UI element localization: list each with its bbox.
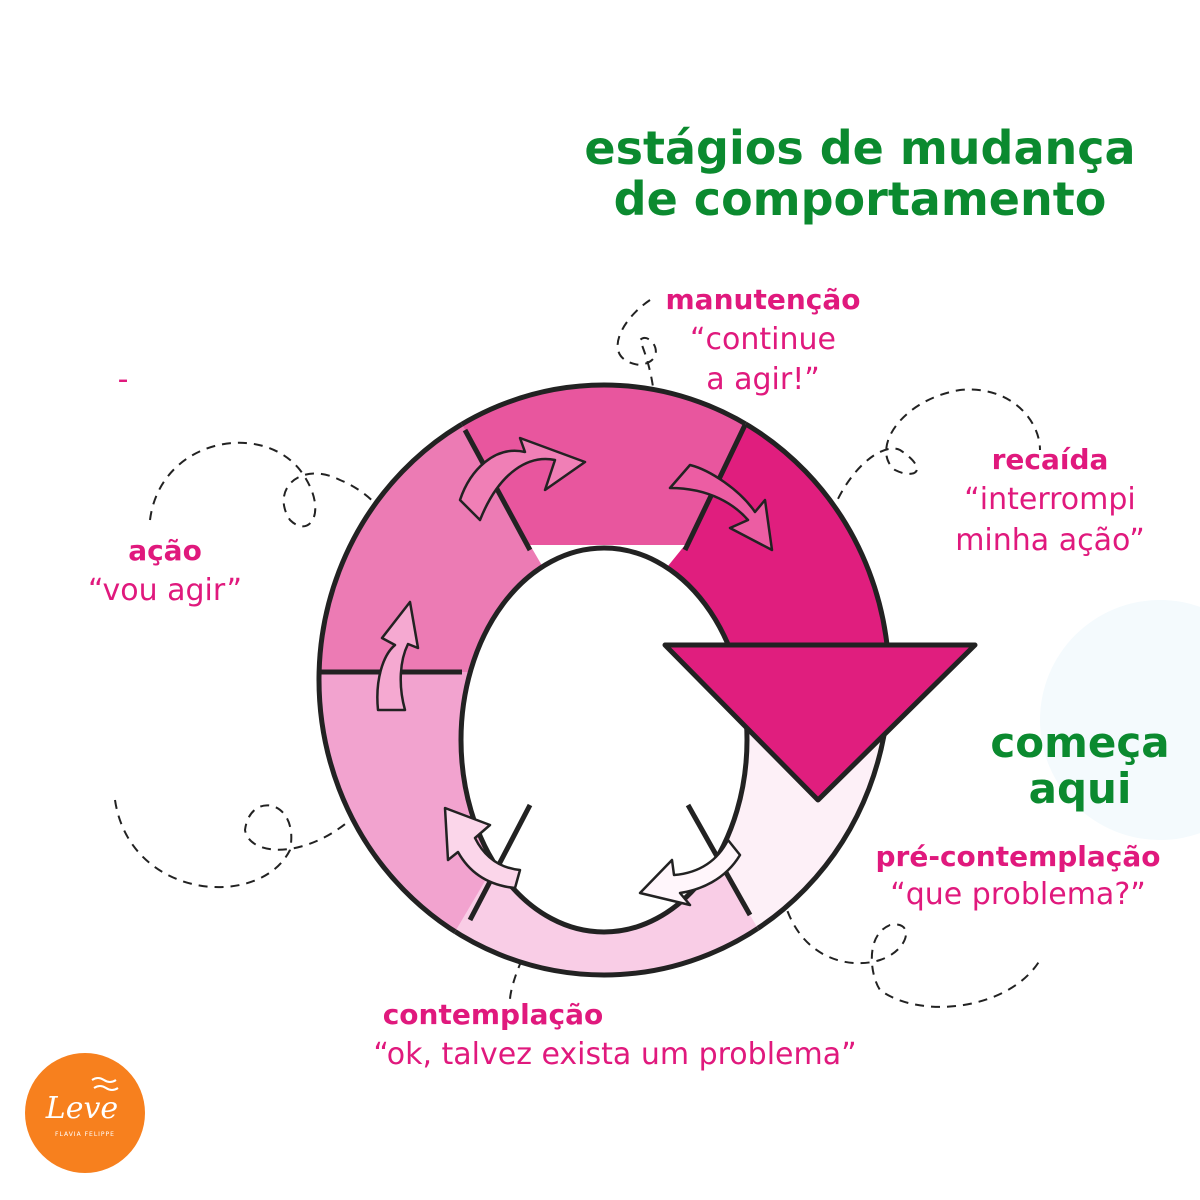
stage-manutencao-quote-2: a agir!” (706, 362, 820, 397)
logo-brand: Leve (45, 1091, 119, 1126)
arrow-pre-to-contemplacao-icon (638, 838, 742, 907)
stage-acao-name: ação (128, 534, 202, 567)
stray-mark: - (117, 362, 129, 397)
dashed-loop-pre (779, 879, 1041, 1008)
segment-acao (316, 382, 604, 672)
stage-recaida-quote-1: “interrompi (964, 482, 1136, 517)
stage-manutencao-name: manutenção (665, 283, 861, 316)
arrow-acao-to-manutencao-icon (458, 436, 587, 522)
stage-pre-contemplacao-name: pré-contemplação (875, 840, 1161, 873)
dashed-loop-acao (149, 441, 413, 611)
stage-recaida-name: recaída (991, 443, 1109, 476)
logo-subtitle: FLAVIA FELIPPE (55, 1131, 115, 1138)
title-line-1: estágios de mudança (584, 121, 1136, 175)
stage-manutencao-quote-1: “continue (690, 322, 836, 357)
divider (462, 428, 533, 552)
start-label-line-1: começa (990, 718, 1170, 767)
divider (467, 803, 533, 922)
arrow-contemplacao-to-preparacao-icon (443, 806, 522, 890)
leve-logo (25, 1053, 145, 1173)
arrow-preparacao-to-acao-icon (376, 600, 420, 712)
stage-recaida-quote-2: minha ação” (955, 523, 1145, 558)
dashed-loop-manutencao (616, 299, 657, 541)
stage-contemplacao-quote: “ok, talvez exista um problema” (373, 1037, 857, 1072)
stage-pre-contemplacao-quote: “que problema?” (890, 877, 1146, 912)
stage-acao-quote: “vou agir” (87, 573, 243, 608)
big-arrow-icon (662, 642, 978, 803)
background-circle (1040, 600, 1200, 840)
dashed-loop-recaida (819, 388, 1041, 561)
dashed-loop-bottom-left (114, 799, 371, 889)
stage-contemplacao-name: contemplação (382, 998, 604, 1031)
arrow-manutencao-to-recaida-icon (668, 463, 774, 552)
title-line-2: de comportamento (613, 172, 1107, 226)
start-label-line-2: aqui (1028, 764, 1132, 813)
